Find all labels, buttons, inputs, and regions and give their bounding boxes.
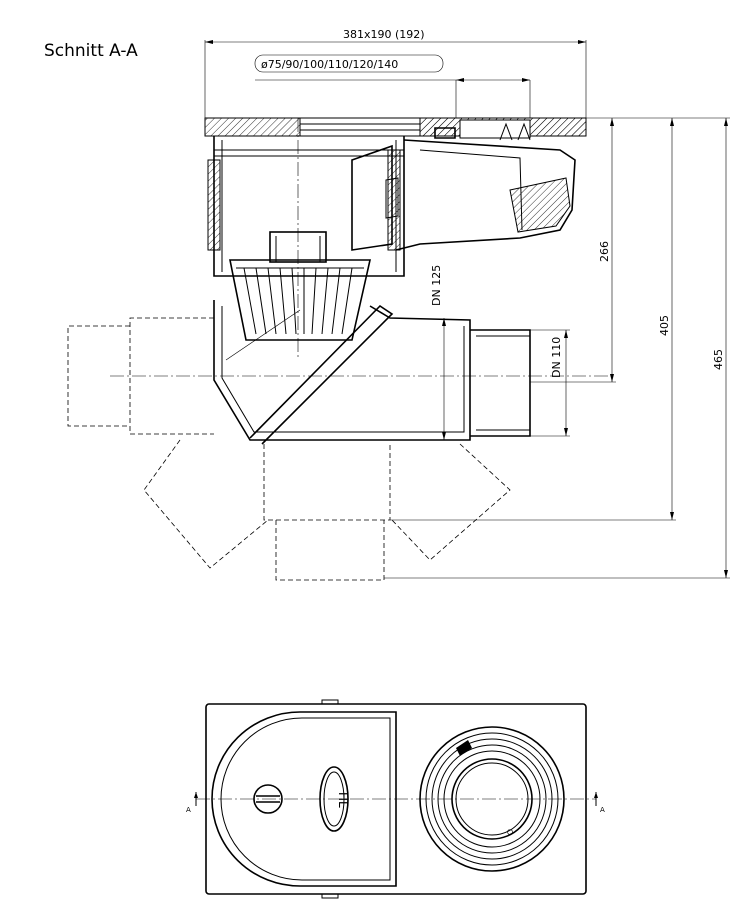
side-chamber (351, 139, 576, 251)
dimension-top-width-label: 381x190 (192) (343, 28, 425, 41)
section-title: Schnitt A-A (44, 41, 138, 61)
dimension-dn125-label: DN 125 (430, 265, 443, 306)
alternative-outlets (67, 317, 511, 581)
section-marker-left: A (186, 806, 191, 814)
dimension-465-label: 465 (712, 349, 725, 370)
d-shaped-cover (211, 711, 397, 887)
dimension-top-width: 381x190 (192) (204, 28, 587, 118)
outlet-body: DN 125 DN 110 (110, 265, 610, 445)
strainer-basket (229, 231, 371, 341)
hl-logo-text: HL (336, 792, 350, 808)
cover-grate (204, 117, 587, 141)
dimension-heights: 266 405 465 (384, 117, 730, 579)
trap-housing (207, 118, 405, 360)
dimension-266-label: 266 (598, 241, 611, 262)
dimension-diameters: ø75/90/100/110/120/140 (254, 54, 531, 118)
section-marker-right: A (600, 806, 605, 814)
dimension-405-label: 405 (658, 315, 671, 336)
plan-view: HL A A (186, 699, 605, 899)
dimension-dn110-label: DN 110 (550, 337, 563, 378)
dimension-diameters-label: ø75/90/100/110/120/140 (261, 58, 398, 71)
